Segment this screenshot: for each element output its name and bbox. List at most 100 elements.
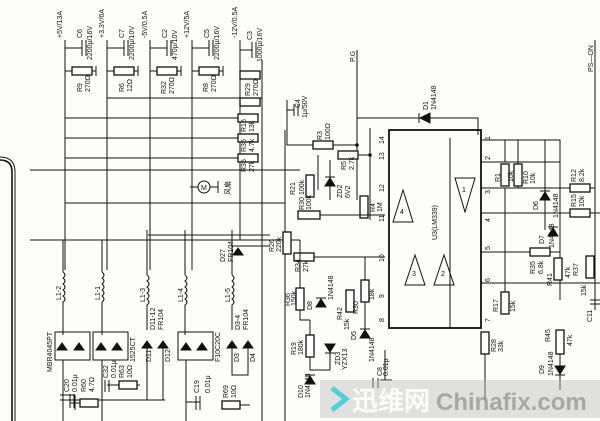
rail-label-3v3: +3.3V/6A	[99, 9, 106, 38]
watermark-en: Chinafix.com	[436, 389, 587, 416]
component-label: 27k	[303, 260, 310, 272]
component-label: 4	[485, 218, 492, 222]
resistor-labels-top: R9 270Ω R6 12Ω R32 270Ω R8 270Ω R29 270Ω…	[77, 75, 260, 172]
component-label: R30	[353, 301, 360, 314]
reference-network: R21 100k ZD2 6V2 R4 1M R30 100k R26 220k…	[269, 160, 385, 272]
rail-label-neg12v: -12V/0.5A	[232, 7, 239, 38]
component-label: 180k	[298, 339, 305, 355]
component-label: 1N4148	[553, 193, 560, 218]
component-label: R26	[269, 239, 276, 252]
component-label: ZD2	[337, 185, 344, 198]
component-label: R10	[523, 171, 530, 184]
component-label: R34	[295, 259, 302, 272]
component-label: L1-2	[56, 286, 63, 300]
component-label: 47k	[565, 266, 572, 278]
component-label: 6V2	[345, 185, 352, 198]
opamp-3	[404, 253, 426, 286]
component-label: R16	[241, 119, 248, 132]
inductor-coils	[62, 271, 235, 335]
component-label: 10k	[530, 172, 537, 184]
lower-middle-network: R36 150k D8 1N4148 R19 180k ZD3 YZX13 R4…	[285, 240, 392, 398]
component-label: D27	[220, 249, 227, 262]
opamp-4	[392, 188, 414, 223]
component-label: 10Ω	[231, 385, 238, 398]
component-label: R41	[547, 273, 554, 286]
component-label: R45	[545, 329, 552, 342]
component-label: 1N4148	[549, 223, 556, 248]
component-label: R21	[290, 182, 297, 195]
component-label: 1	[462, 187, 466, 194]
component-label: 10Ω	[127, 365, 134, 378]
component-label: 0.01μ	[383, 358, 390, 376]
component-label: 270Ω	[211, 75, 218, 92]
fan-motor: M 风扇	[190, 180, 232, 195]
rail-labels: +5V/13A +3.3V/6A -5V/0.5A +12V/5A -12V/0…	[57, 7, 595, 72]
component-label: 10	[379, 254, 386, 262]
component-label: 33k	[498, 340, 505, 352]
component-label: C11	[587, 310, 594, 322]
component-label: R5	[341, 161, 348, 170]
ic-u3-lm339: U3(LM339) 4 1 3 2 14 13 12 11 10 9 8 7 6…	[379, 129, 492, 329]
component-label: 1μ/50V	[302, 95, 309, 118]
component-label: 1000μ/16V	[257, 28, 264, 62]
component-label: D8	[307, 301, 314, 310]
component-label: 100Ω	[325, 123, 332, 140]
component-label: 470μ/10V	[172, 30, 179, 60]
component-label: C19	[194, 380, 201, 393]
component-label: R19	[291, 342, 298, 355]
component-label: 11	[379, 215, 386, 222]
component-label: C32	[103, 365, 110, 378]
component-label: F10C20C	[215, 332, 222, 362]
component-label: R12	[571, 169, 578, 182]
component-label: 270Ω	[253, 79, 260, 96]
title-frame	[0, 159, 13, 421]
output-filter-caps	[65, 40, 257, 58]
component-label: YZX13	[342, 348, 349, 370]
component-label: 1525CT	[130, 336, 137, 362]
component-label: ZD3	[335, 352, 342, 365]
watermark: 迅维网 Chinafix.com	[320, 380, 600, 418]
component-label: C3	[247, 31, 254, 40]
component-label: 4.7k	[249, 138, 256, 152]
component-label: R29	[245, 83, 252, 96]
component-label: R42	[337, 307, 344, 320]
watermark-cn: 迅维网	[352, 386, 430, 417]
component-label: 0.01μ	[72, 374, 79, 392]
component-label: MBR4045PT	[47, 331, 54, 372]
component-label: C7	[119, 29, 126, 38]
component-label: C6	[77, 29, 84, 38]
motor-symbol: M	[201, 185, 207, 192]
component-label: 8	[379, 318, 386, 322]
right-network: R1 10k R10 10k R12 8.2k R15 10k D6 1N414…	[480, 139, 600, 400]
component-label: R4	[370, 203, 377, 212]
component-label: R17	[493, 299, 500, 312]
rail-label-5v: +5V/13A	[57, 11, 64, 38]
component-label: 1N4148	[305, 373, 312, 398]
component-label: R32	[161, 81, 168, 94]
component-label: C2	[162, 29, 169, 38]
pg-network: C4 1μ/50V R3 100Ω R5 2.7k D1 1N4148	[286, 85, 479, 220]
component-label: D3	[234, 353, 241, 362]
component-label: 13k	[249, 120, 256, 132]
component-label: 27k	[249, 160, 256, 172]
component-label: FR104	[243, 309, 250, 330]
component-label: D3-4	[235, 315, 242, 330]
component-label: 220k	[276, 236, 283, 252]
component-label: 100k	[306, 194, 313, 210]
component-label: 1N4148	[431, 85, 438, 110]
ic-name: U3(LM339)	[432, 205, 439, 240]
component-label: 2200μ/16V	[87, 26, 94, 60]
component-label: R9	[77, 83, 84, 92]
component-label: R60	[81, 379, 88, 392]
component-label: 6.8k	[538, 260, 545, 274]
motor-label: 风扇	[223, 181, 232, 195]
component-label: C20	[64, 379, 71, 392]
component-label: C5	[204, 29, 211, 38]
component-label: C8	[377, 367, 384, 376]
component-label: D9	[539, 365, 546, 374]
component-label: D11-12	[150, 307, 157, 330]
secondary-labels: L1-2 L1-1 L1-3 L1-4 L1-5 MBR4045PT 1525C…	[47, 241, 257, 398]
component-label: 12Ω	[127, 79, 134, 92]
component-label: R63	[119, 365, 126, 378]
